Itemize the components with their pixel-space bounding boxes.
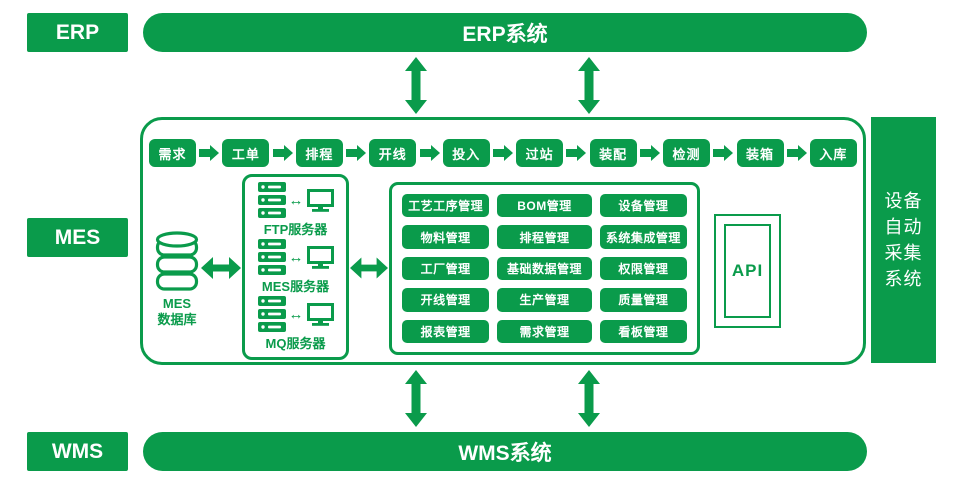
mes-modules-box: 工艺工序管理 BOM管理 设备管理 物料管理 排程管理 系统集成管理 工厂管理 … [389, 182, 700, 355]
mes-container: 需求 工单 排程 开线 投入 过站 装配 检测 装箱 入库 [140, 117, 866, 365]
left-right-arrow-icon: ↔ [288, 305, 304, 323]
flow-step: 过站 [516, 139, 564, 167]
server-icon [257, 296, 286, 332]
monitor-icon [306, 188, 334, 212]
right-arrow-icon [272, 145, 293, 161]
module-item: 看板管理 [599, 319, 687, 343]
server-icon [257, 182, 286, 218]
wms-layer-label: WMS [27, 432, 128, 471]
flow-step: 装配 [589, 139, 637, 167]
module-item: 系统集成管理 [599, 225, 687, 249]
wms-system-bar: WMS系统 [143, 432, 867, 471]
up-down-arrow-icon [405, 57, 427, 114]
flow-step: 需求 [149, 139, 196, 167]
left-right-arrow-icon [201, 257, 241, 279]
right-arrow-icon [713, 145, 734, 161]
flow-step: 开线 [369, 139, 417, 167]
api-box: API [714, 214, 781, 328]
module-item: 设备管理 [599, 194, 687, 218]
module-item: 质量管理 [599, 288, 687, 312]
module-item: BOM管理 [497, 194, 592, 218]
module-item: 权限管理 [599, 256, 687, 281]
server-icon [257, 239, 286, 275]
module-item: 报表管理 [402, 319, 490, 343]
flow-step: 装箱 [736, 139, 784, 167]
servers-box: ↔ FTP服务器 [242, 174, 349, 360]
module-item: 基础数据管理 [497, 256, 592, 281]
flow-step: 入库 [809, 139, 857, 167]
flow-step: 工单 [222, 139, 270, 167]
server-label: MQ服务器 [265, 336, 326, 351]
module-item: 生产管理 [497, 288, 592, 312]
flow-step: 投入 [442, 139, 490, 167]
right-arrow-icon [346, 145, 367, 161]
left-right-arrow-icon [350, 257, 388, 279]
mes-layer-label: MES [27, 218, 128, 257]
module-item: 开线管理 [402, 288, 490, 312]
right-arrow-icon [639, 145, 660, 161]
flow-step: 检测 [663, 139, 711, 167]
erp-system-bar: ERP系统 [143, 13, 867, 52]
database-icon [154, 230, 200, 294]
server-group-mq: ↔ MQ服务器 [249, 296, 342, 352]
monitor-icon [306, 302, 334, 326]
right-arrow-icon [419, 145, 440, 161]
right-arrow-icon [199, 145, 220, 161]
api-label: API [724, 224, 771, 318]
mes-database: MES 数据库 [153, 230, 201, 329]
server-group-mes: ↔ MES服务器 [249, 239, 342, 295]
left-right-arrow-icon: ↔ [288, 191, 304, 209]
server-group-ftp: ↔ FTP服务器 [249, 182, 342, 238]
server-label: FTP服务器 [263, 222, 328, 237]
module-item: 工厂管理 [402, 256, 490, 281]
database-label: MES 数据库 [157, 296, 197, 328]
erp-layer-label: ERP [27, 13, 128, 52]
right-arrow-icon [492, 145, 513, 161]
up-down-arrow-icon [578, 369, 600, 428]
module-item: 工艺工序管理 [402, 194, 490, 218]
device-auto-collection-bar: 设备 自动 采集 系统 [871, 117, 936, 363]
right-arrow-icon [566, 145, 587, 161]
up-down-arrow-icon [578, 57, 600, 114]
right-arrow-icon [786, 145, 807, 161]
server-label: MES服务器 [261, 279, 330, 294]
monitor-icon [306, 245, 334, 269]
process-flow-row: 需求 工单 排程 开线 投入 过站 装配 检测 装箱 入库 [149, 139, 857, 167]
left-right-arrow-icon: ↔ [288, 248, 304, 266]
up-down-arrow-icon [405, 369, 427, 428]
module-item: 物料管理 [402, 225, 490, 249]
module-item: 排程管理 [497, 225, 592, 249]
flow-step: 排程 [295, 139, 343, 167]
module-item: 需求管理 [497, 319, 592, 343]
